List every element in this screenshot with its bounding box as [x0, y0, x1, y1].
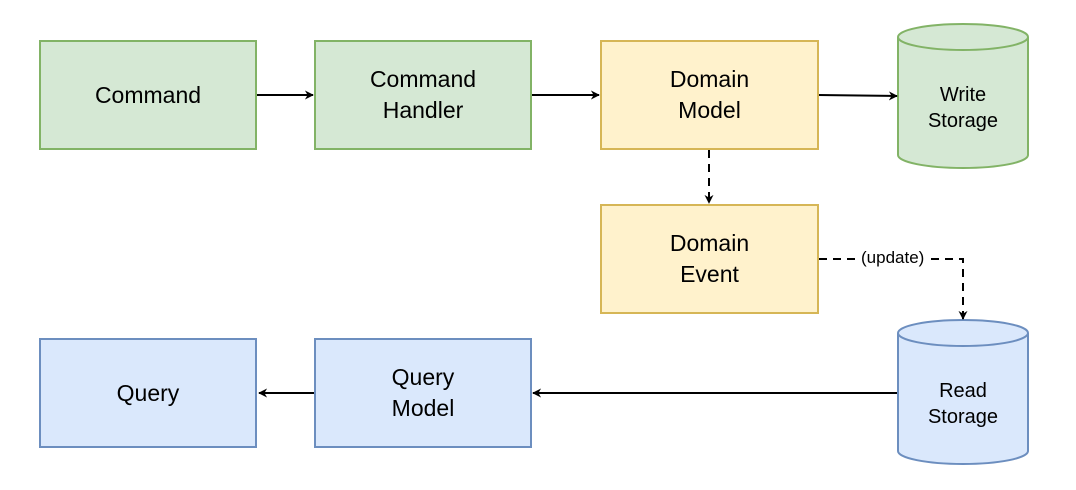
edge-domain-model-to-write-storage [817, 91, 898, 101]
read-storage-cylinder [897, 319, 1029, 465]
write-storage-label: Write Storage [927, 84, 999, 132]
write-storage-cylinder [897, 23, 1029, 169]
command-handler-node: Command Handler [314, 40, 532, 150]
domain-model-node: Domain Model [600, 40, 819, 150]
command-node: Command [39, 40, 257, 150]
query-model-node: Query Model [314, 338, 532, 448]
query-label: Query [116, 379, 180, 406]
command-label: Command [94, 81, 202, 108]
query-node: Query [39, 338, 257, 448]
update-edge-label: (update) [859, 248, 927, 268]
edge-event-to-read-storage [819, 258, 968, 320]
domain-model-label: Domain Model [669, 66, 750, 123]
command-handler-label: Command Handler [369, 66, 477, 123]
read-storage-label: Read Storage [927, 380, 999, 428]
domain-event-label: Domain Event [669, 230, 750, 287]
domain-event-node: Domain Event [600, 204, 819, 314]
query-model-label: Query Model [391, 364, 455, 421]
